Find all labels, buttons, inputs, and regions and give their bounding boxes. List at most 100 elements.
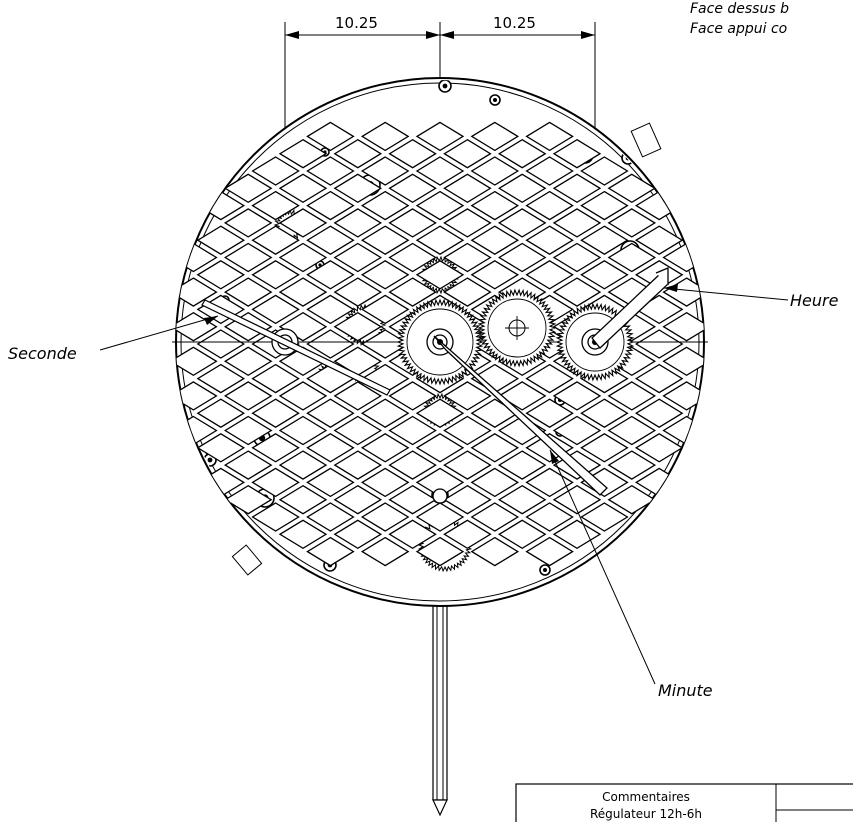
lattice-cell [607,173,657,204]
lattice-cell [223,381,273,411]
lattice-cell [333,484,383,515]
lattice-cell [415,536,465,567]
lattice-cell [607,242,657,273]
lattice-cell [470,433,520,463]
lattice-cell [360,294,410,325]
lattice-cell [251,260,300,290]
lattice-cell [223,242,273,273]
lattice-cell [497,519,547,550]
lattice-cell [360,225,410,255]
lattice-cell [360,121,410,152]
lattice-cell [278,415,328,446]
lattice-cell [306,190,355,221]
lattice-cell [443,484,492,515]
lattice-cell [333,311,383,342]
lattice-cell [306,156,355,186]
lattice-cell [525,190,574,221]
lattice-cell [360,467,410,498]
lattice-cell [388,242,437,273]
lattice-cell [634,225,684,255]
lattice-cell [443,450,492,480]
lattice-cell [388,138,437,169]
lattice-cell [607,484,657,515]
lattice-cell [223,277,273,307]
lattice-cell [360,190,410,221]
lattice-cell [443,381,492,411]
lattice-cell [552,415,602,446]
lattice-cell [251,363,300,394]
note-face-dessus: Face dessus b [690,1,789,17]
lattice-cell [333,242,383,273]
lattice-cell [552,208,602,238]
lattice-cell [470,225,520,255]
hands [201,267,669,496]
lattice-cell [333,173,383,204]
second-hand [201,299,391,396]
lattice-cell [580,260,629,290]
lattice-cell [525,536,574,567]
lattice-cell [360,260,410,290]
crown-stem [432,603,448,817]
lattice-cell [333,277,383,307]
lattice-cell [552,381,602,411]
lattice-cell [333,519,383,550]
lattice-cell [662,311,704,342]
lattice-cell [306,502,355,532]
lattice-cell [525,398,574,428]
lattice-cell [388,277,437,307]
lattice-cell [333,415,383,446]
lattice-cell [497,484,547,515]
lattice-cell [176,346,218,377]
lattice-cell [525,363,574,394]
lattice-cell [251,433,300,463]
lattice-cell [333,381,383,411]
lattice-cell [634,398,684,428]
lattice-cell [580,225,629,255]
lattice-cell [415,398,465,428]
lattice-cell [251,398,300,428]
lattice-cell [443,173,492,204]
lattice-cell [443,138,492,169]
lattice-cell [251,156,300,186]
callout-seconde: Seconde [8,344,77,363]
lattice-cell [388,519,437,550]
lattice-cell [443,415,492,446]
lattice-cell [552,242,602,273]
lattice-cell [278,277,328,307]
lattice-cell [388,450,437,480]
lattice-cell [552,519,602,550]
lattice-cell [278,208,328,238]
callout-leaders [99,284,789,685]
lattice-cell [470,260,520,290]
lattice-cell [360,536,410,567]
lattice-cell [552,138,602,169]
lattice-cell [278,381,328,411]
lattice-cell [443,277,492,307]
lattice-cell [196,329,246,359]
lattice-cell [306,329,355,359]
lattice-cell [251,502,300,532]
lattice-cell [525,156,574,186]
callout-minute: Minute [658,681,713,700]
lattice-cell [497,173,547,204]
lattice-cell [306,225,355,255]
lattice-cell [196,433,246,463]
lattice-cell [415,190,465,221]
lattice-cell [525,225,574,255]
lattice-cell [388,208,437,238]
lattice-cell [470,121,520,152]
lattice-cell [525,121,574,152]
lattice-cell [607,450,657,480]
lattice-cell [278,450,328,480]
lattice-cell [525,260,574,290]
lattice-cell [223,415,273,446]
lattice-cell [251,294,300,325]
title-block-regulateur: Régulateur 12h-6h [590,807,702,821]
lattice-cell [306,260,355,290]
lattice-cell [470,156,520,186]
lattice-cell [634,329,684,359]
lattice-cell [580,433,629,463]
lattice-cell [388,173,437,204]
lattice-cell [278,484,328,515]
